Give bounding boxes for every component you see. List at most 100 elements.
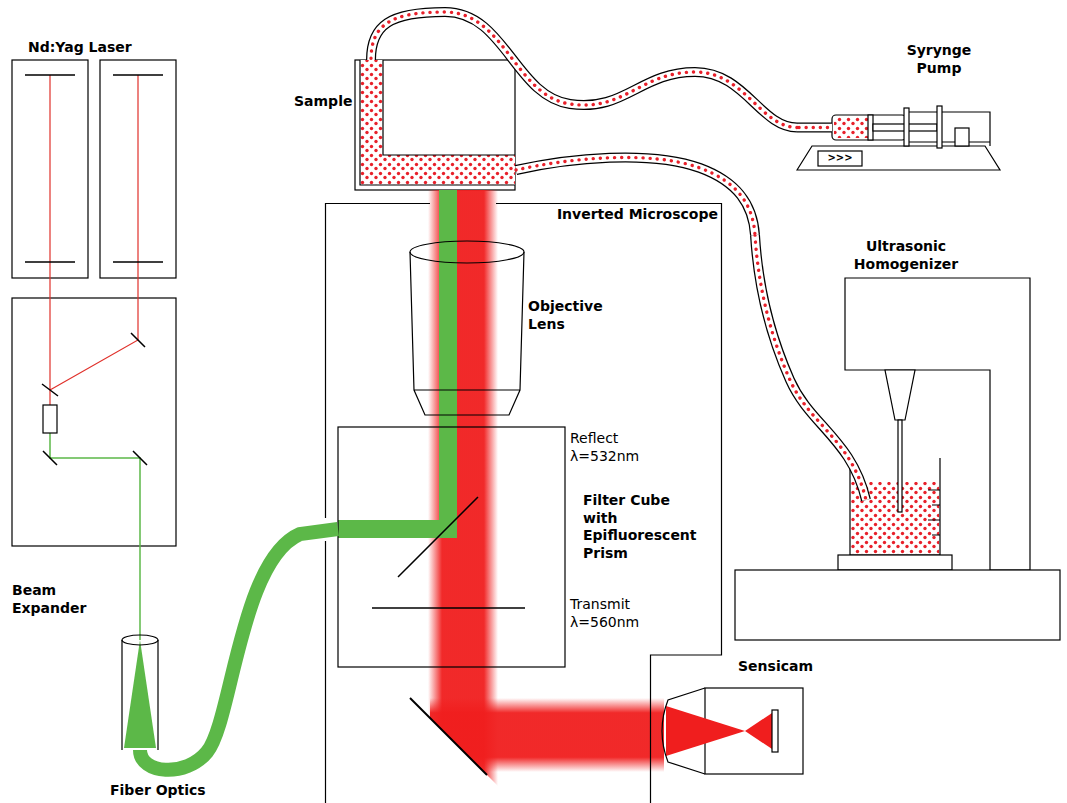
tube-bore <box>755 235 866 500</box>
expanding-beam <box>124 640 156 748</box>
tube-bore <box>371 12 797 128</box>
tube-wall <box>797 123 832 133</box>
objective-body <box>410 252 524 415</box>
channel-wall <box>360 60 515 185</box>
text-slot: >>> <box>818 151 862 165</box>
camera: Sensicam <box>652 656 821 774</box>
text-slot: Fiber Optics <box>110 782 230 800</box>
fold-mirror <box>410 698 487 775</box>
filter-cube: Reflect λ=532nmFilter Cube with Epifluor… <box>338 427 720 667</box>
edge-head-carrier <box>371 12 797 128</box>
dichroic-prism <box>398 497 478 577</box>
edge-head-carrier <box>140 529 338 770</box>
sonotrode-horn <box>885 370 915 420</box>
node-label: Ultrasonic Homogenizer <box>850 238 962 273</box>
homogenizer-stand <box>845 278 1030 570</box>
cavity-mirror <box>25 75 163 262</box>
emission-beam <box>430 698 664 772</box>
return-tube <box>516 157 755 235</box>
pump-nozzle-tube <box>797 127 832 128</box>
doubling-crystal <box>43 405 57 433</box>
beam-expander-illustration <box>122 578 158 750</box>
ultrasonic-homogenizer: Ultrasonic Homogenizer <box>735 235 1062 640</box>
beaker <box>850 458 940 555</box>
pump-clamp <box>955 128 969 146</box>
display-arrows: >>> <box>818 151 862 165</box>
node-label: Beam Expander <box>12 582 92 617</box>
filter-cube-housing <box>338 427 565 667</box>
beam-expander: Beam Expander <box>10 578 162 750</box>
beaker-platform <box>838 555 952 570</box>
tube-wall <box>755 235 866 500</box>
edge-head-carrier <box>516 157 755 235</box>
sample-holder <box>355 60 515 190</box>
green-ray <box>50 433 140 548</box>
tube-particles <box>371 12 797 128</box>
laser-illustration <box>12 60 176 548</box>
tube-particles <box>516 157 755 235</box>
microscope-housing: Inverted MicroscopeObjective LensReflect… <box>325 203 723 803</box>
beaker-inlet-tube <box>755 235 866 500</box>
text-slot: Beam Expander <box>12 582 92 617</box>
node-label: Transmit λ=560nm <box>570 596 650 631</box>
housing-outline-path <box>326 204 722 803</box>
text-slot: Ultrasonic Homogenizer <box>850 238 962 273</box>
edge-label: Fiber Optics <box>110 782 230 800</box>
beam-line <box>139 548 141 578</box>
laser-box: Nd:Yag Laser <box>10 38 180 548</box>
text-slot: Filter Cube with Epifluorescent Prism <box>583 492 707 562</box>
tube-particles <box>799 126 830 129</box>
supply-tube <box>371 12 797 128</box>
text-slot: Nd:Yag Laser <box>28 39 168 57</box>
node-label: Sample <box>294 93 354 111</box>
pump-display <box>818 151 862 166</box>
focused-beam <box>666 706 745 756</box>
edge-head-carrier <box>140 548 141 578</box>
emission-filter <box>372 607 525 609</box>
focused-beam <box>745 713 772 749</box>
tube-bore <box>516 157 755 235</box>
node-label: Nd:Yag Laser <box>28 39 168 57</box>
fiber-core <box>140 529 338 770</box>
homogenizer-illustration <box>735 235 1060 640</box>
text-slot: Sensicam <box>738 658 818 676</box>
syringe-fluid <box>834 117 868 138</box>
laser-ray <box>50 75 138 405</box>
text-slot: Reflect λ=532nm <box>570 430 650 465</box>
syringe-piston <box>868 115 873 140</box>
objective-lens: Objective Lens <box>400 238 616 418</box>
node-label: Inverted Microscope <box>498 206 718 224</box>
optical-fiber <box>140 529 338 770</box>
syringe-flange <box>904 108 909 146</box>
syringe-thumb <box>937 106 942 148</box>
seeded-channel <box>360 60 515 185</box>
turning-mirror <box>42 333 147 465</box>
node-label: Filter Cube with Epifluorescent Prism <box>583 492 707 562</box>
laser-beam <box>140 548 141 578</box>
homogenizer-base <box>735 570 1060 640</box>
sample-illustration <box>355 60 515 190</box>
node-label: Reflect λ=532nm <box>570 430 650 465</box>
tube-bore <box>797 124 832 132</box>
tube-particles <box>755 235 866 500</box>
tube-wall <box>516 157 755 235</box>
tube-wall <box>371 12 797 128</box>
objective-rim <box>410 241 524 263</box>
camera-illustration <box>662 688 803 774</box>
green-ray <box>139 578 141 640</box>
text-slot: Sample <box>294 93 354 111</box>
pump-base <box>797 146 1000 170</box>
sonotrode-probe <box>898 420 902 512</box>
node-label: Sensicam <box>738 658 818 676</box>
expander-rim <box>122 635 158 645</box>
laser-optics-box <box>12 298 176 546</box>
expander-tube <box>122 640 158 750</box>
text-slot: Transmit λ=560nm <box>570 596 650 631</box>
text-slot: Objective Lens <box>528 298 613 333</box>
pump-illustration <box>797 106 1000 170</box>
text-slot: Inverted Microscope <box>498 206 718 224</box>
camera-lens <box>662 688 705 774</box>
